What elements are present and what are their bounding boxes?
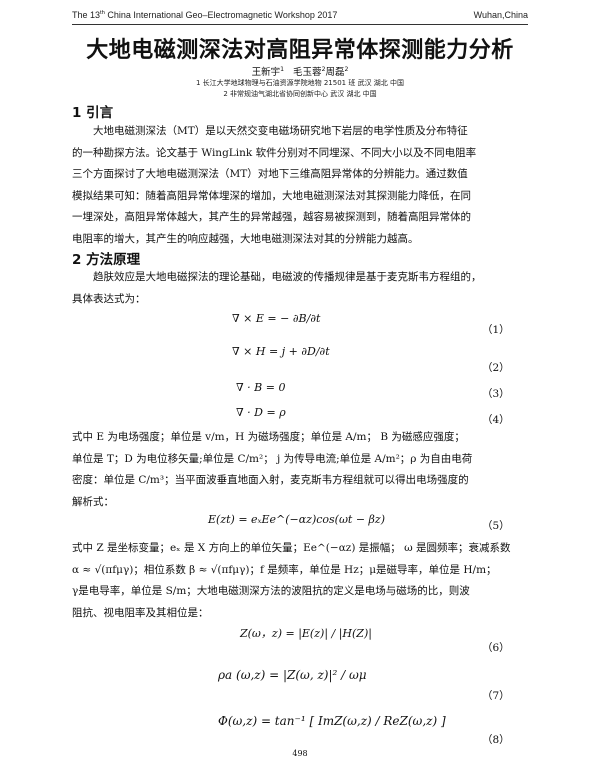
section-heading-method: 2 方法原理 bbox=[72, 252, 141, 268]
method-paragraph: 趋肤效应是大地电磁探法的理论基础，电磁波的传播规律是基于麦克斯韦方程组的， 具体… bbox=[72, 267, 528, 310]
variables-line: γ是电导率，单位是 S/m；大地电磁测深方法的波阻抗的定义是电场与磁场的比，则波 bbox=[72, 585, 470, 598]
equation-number-6: （6） bbox=[482, 642, 510, 654]
equation-number-8: （8） bbox=[482, 734, 510, 746]
affiliation-1: 1 长江大学地球物理与石油资源学院地物 21501 班 武汉 湖北 中国 bbox=[195, 79, 405, 87]
variables-line: 式中 Z 是坐标变量；eₓ 是 X 方向上的单位矢量；Ee^(−αz) 是振幅；… bbox=[72, 542, 511, 554]
equation-number-4: （4） bbox=[482, 414, 510, 426]
equation-6: Z(ω，z) = |E(z)| / |H(Z)| bbox=[240, 627, 372, 640]
intro-line: 电阻率的增大，其产生的响应越强，大地电磁测深法对其的分辨能力越高。 bbox=[72, 232, 419, 245]
running-header-right: Wuhan,China bbox=[473, 10, 528, 20]
page-number: 498 bbox=[292, 749, 308, 758]
author-line: 王新宇1 毛玉蓉2周磊2 bbox=[251, 65, 349, 78]
intro-line: 大地电磁测深法（MT）是以天然交变电磁场研究地下岩层的电学性质及分布特征 bbox=[93, 125, 468, 137]
definitions-line: 单位是 T；D 为电位移矢量;单位是 C/m²； j 为传导电流;单位是 A/m… bbox=[72, 452, 473, 465]
method-line: 趋肤效应是大地电磁探法的理论基础，电磁波的传播规律是基于麦克斯韦方程组的， bbox=[93, 271, 482, 283]
equation-4: ∇ · D = ρ bbox=[236, 406, 286, 419]
definitions-line: 式中 E 为电场强度；单位是 v/m，H 为磁场强度；单位是 A/m； B 为磁… bbox=[72, 431, 465, 443]
running-header-left: The 13th China International Geo–Electro… bbox=[72, 10, 338, 20]
variables-line: 阻抗、视电阻率及其相位是： bbox=[72, 606, 209, 619]
intro-line: 的一种勘探方法。论文基于 WingLink 软件分别对不同埋深、不同大小以及不同… bbox=[72, 146, 477, 159]
intro-paragraph: 大地电磁测深法（MT）是以天然交变电磁场研究地下岩层的电学性质及分布特征 的一种… bbox=[72, 121, 528, 251]
equation-1: ∇ × E = − ∂B/∂t bbox=[232, 312, 321, 325]
equation-number-3: （3） bbox=[482, 388, 510, 400]
equation-7: ρa (ω,z) = |Z(ω, z)|² / ωμ bbox=[218, 668, 367, 682]
equation-5: E(zt) = eₓEe^(−αz)cos(ωt − βz) bbox=[208, 513, 385, 526]
variables-paragraph: 式中 Z 是坐标变量；eₓ 是 X 方向上的单位矢量；Ee^(−αz) 是振幅；… bbox=[72, 538, 528, 624]
method-line: 具体表达式为： bbox=[72, 292, 146, 305]
definitions-paragraph: 式中 E 为电场强度；单位是 v/m，H 为磁场强度；单位是 A/m； B 为磁… bbox=[72, 427, 528, 513]
equation-number-1: （1） bbox=[482, 324, 510, 336]
equation-8: Φ(ω,z) = tan⁻¹ [ ImZ(ω,z) / ReZ(ω,z) ] bbox=[218, 714, 446, 728]
section-heading-intro: 1 引言 bbox=[72, 105, 114, 121]
equation-number-7: （7） bbox=[482, 690, 510, 702]
equation-3: ∇ · B = 0 bbox=[236, 381, 286, 394]
equation-2: ∇ × H = j + ∂D/∂t bbox=[232, 345, 330, 358]
variables-line: α ≈ √(πfμγ)；相位系数 β ≈ √(πfμγ)；f 是频率，单位是 H… bbox=[72, 563, 497, 576]
definitions-line: 解析式： bbox=[72, 495, 114, 508]
intro-line: 一埋深处，高阻异常体越大，其产生的异常越强，越容易被探测到，随着高阻异常体的 bbox=[72, 211, 471, 224]
definitions-line: 密度：单位是 C/m³；当平面波垂直地面入射，麦克斯韦方程组就可以得出电场强度的 bbox=[72, 474, 469, 487]
affiliation-2: 2 非常规油气湖北省协同创新中心 武汉 湖北 中国 bbox=[223, 90, 377, 98]
intro-line: 模拟结果可知：随着高阻异常体埋深的增加，大地电磁测深法对其探测能力降低，在同 bbox=[72, 189, 471, 202]
intro-line: 三个方面探讨了大地电磁测深法（MT）对地下三维高阻异常体的分辨能力。通过数值 bbox=[72, 168, 468, 181]
equation-number-5: （5） bbox=[482, 520, 510, 532]
header-rule bbox=[72, 24, 528, 25]
paper-title: 大地电磁测深法对高阻异常体探测能力分析 bbox=[86, 38, 514, 63]
equation-number-2: （2） bbox=[482, 362, 510, 374]
